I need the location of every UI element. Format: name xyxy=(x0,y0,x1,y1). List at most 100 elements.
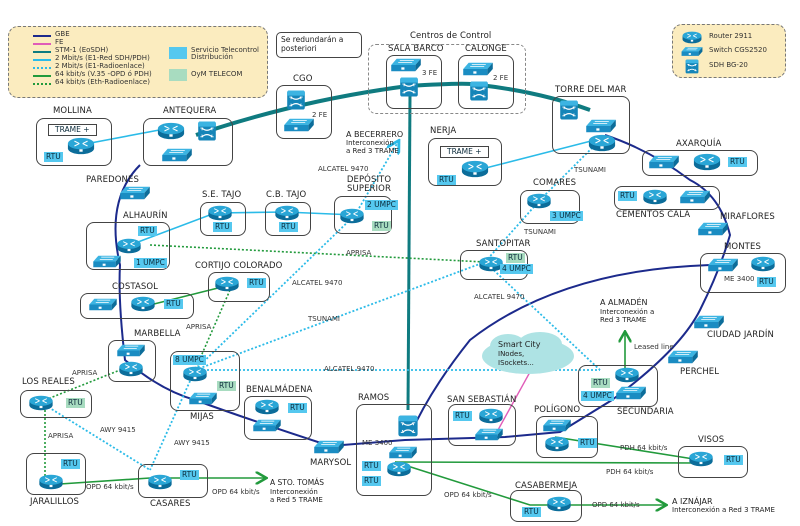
router-icon[interactable] xyxy=(116,361,146,377)
router-icon[interactable] xyxy=(686,451,716,467)
legend-sdh: SDH BG-20 xyxy=(709,61,748,69)
fe-label: 2 FE xyxy=(493,74,509,82)
switch-icon[interactable] xyxy=(666,350,700,364)
sdh-icon[interactable] xyxy=(558,99,580,121)
link-label-pdh: PDH 64 kbit/s xyxy=(606,468,654,476)
sdh-icon[interactable] xyxy=(468,80,490,102)
router-icon[interactable] xyxy=(612,367,642,383)
site-se-tajo xyxy=(200,202,246,236)
router-icon[interactable] xyxy=(640,189,670,205)
switch-icon[interactable] xyxy=(118,186,152,200)
site-costasol xyxy=(80,293,194,319)
switch-icon[interactable] xyxy=(540,419,574,432)
site-ramos xyxy=(356,404,432,496)
site-visos xyxy=(678,446,748,478)
switch-icon[interactable] xyxy=(614,386,648,400)
umpc-tag: 1 UMPC xyxy=(134,258,167,268)
site-label-casabermeja: CASABERMEJA xyxy=(515,481,578,491)
switch-icon[interactable] xyxy=(186,392,220,405)
router-icon[interactable] xyxy=(587,134,617,152)
switch-icon[interactable] xyxy=(692,315,726,329)
switch-icon[interactable] xyxy=(250,419,284,432)
router-icon[interactable] xyxy=(337,208,367,224)
rtu-tag: RTU xyxy=(757,277,776,287)
rtu-tag: RTU xyxy=(591,378,610,388)
site-secundaria xyxy=(578,365,658,407)
switch-icon[interactable] xyxy=(312,440,346,454)
switch-icon[interactable] xyxy=(462,62,494,76)
site-label-alhaurin: ALHAURÍN xyxy=(123,211,168,221)
router-icon[interactable] xyxy=(180,366,210,382)
router-icon[interactable] xyxy=(156,122,186,140)
switch-icon[interactable] xyxy=(160,148,194,162)
router-icon[interactable] xyxy=(748,256,778,272)
switch-icon[interactable] xyxy=(472,428,506,441)
link-radio-losreales-casares xyxy=(44,404,151,471)
router-icon[interactable] xyxy=(252,399,282,415)
site-mijas xyxy=(170,351,240,411)
router-icon[interactable] xyxy=(544,496,574,512)
ext-almaden-sub1: Interconexión a xyxy=(600,308,655,316)
link-label-leased: Leased line xyxy=(634,343,674,351)
router-icon[interactable] xyxy=(128,296,158,312)
switch-icon[interactable] xyxy=(90,255,124,268)
link-e1-mollina-antequera xyxy=(79,127,171,146)
link-label-opd: OPD 64 kbit/s xyxy=(86,483,134,491)
switch-icon[interactable] xyxy=(706,258,740,272)
rtu-tag: RTU xyxy=(164,299,183,309)
router-icon[interactable] xyxy=(524,193,554,209)
sdh-icon[interactable] xyxy=(285,89,307,111)
rtu-tag: RTU xyxy=(138,226,157,236)
link-label-tsunami: TSUNAMI xyxy=(524,228,556,236)
legend-eth-radio: 64 kbit/s (Eth-Radioenlace) xyxy=(55,78,150,86)
switch-icon[interactable] xyxy=(678,190,712,204)
router-icon[interactable] xyxy=(205,205,235,221)
router-icon[interactable] xyxy=(145,474,175,490)
site-label-cementos-cala: CEMENTOS CALA xyxy=(616,210,691,220)
smart-city-line1: INodes, xyxy=(498,350,525,358)
router-icon[interactable] xyxy=(542,436,572,452)
router-icon[interactable] xyxy=(384,461,414,477)
router-icon[interactable] xyxy=(66,137,96,155)
link-label-opd: OPD 64 kbit/s xyxy=(444,491,492,499)
switch-icon[interactable] xyxy=(86,298,120,311)
rtu-tag: RTU xyxy=(362,476,381,486)
switch-icon[interactable] xyxy=(585,119,617,133)
link-label-awy: AWY 9415 xyxy=(100,426,136,434)
site-benalmadena xyxy=(244,396,312,440)
site-cgo xyxy=(276,85,332,139)
sdh-icon[interactable] xyxy=(196,120,218,142)
rtu-tag: RTU xyxy=(362,461,381,471)
sdh-icon[interactable] xyxy=(398,76,420,98)
sdh-icon[interactable] xyxy=(396,414,420,438)
rtu-tag: RTU xyxy=(288,403,307,413)
router-icon[interactable] xyxy=(692,153,722,171)
switch-icon[interactable] xyxy=(648,155,680,169)
switch-icon[interactable] xyxy=(390,58,422,72)
site-label-cgo: CGO xyxy=(293,74,313,84)
router-icon[interactable] xyxy=(26,395,56,411)
ext-iznajar-sub: Interconexión a Red 3 TRAME xyxy=(672,506,775,514)
legend-stm1: STM-1 (EoSDH) xyxy=(55,46,109,54)
switch-icon[interactable] xyxy=(696,222,730,236)
site-san-sebastian xyxy=(448,404,516,446)
switch-icon[interactable] xyxy=(114,344,148,357)
site-cementos-cala xyxy=(614,186,720,210)
ext-becerrero-sub1: Interconexión xyxy=(346,139,394,147)
rtu-tag: RTU xyxy=(66,398,85,408)
router-icon[interactable] xyxy=(476,408,506,424)
router-icon[interactable] xyxy=(460,160,490,178)
switch-icon[interactable] xyxy=(283,118,315,132)
switch-icon[interactable] xyxy=(386,446,420,459)
link-e1-alhaurin-tajo xyxy=(129,211,356,246)
link-label-tsunami: TSUNAMI xyxy=(574,166,606,174)
router-icon[interactable] xyxy=(212,276,242,292)
router-icon[interactable] xyxy=(36,474,66,490)
umpc-tag: 4 UMPC xyxy=(581,391,614,401)
router-icon[interactable] xyxy=(272,205,302,221)
sdh-icon xyxy=(684,59,700,74)
router-icon[interactable] xyxy=(114,238,144,254)
site-marbella xyxy=(108,340,156,382)
site-label-poligono: POLÍGONO xyxy=(534,405,581,415)
rtu-tag: RTU xyxy=(247,278,266,288)
